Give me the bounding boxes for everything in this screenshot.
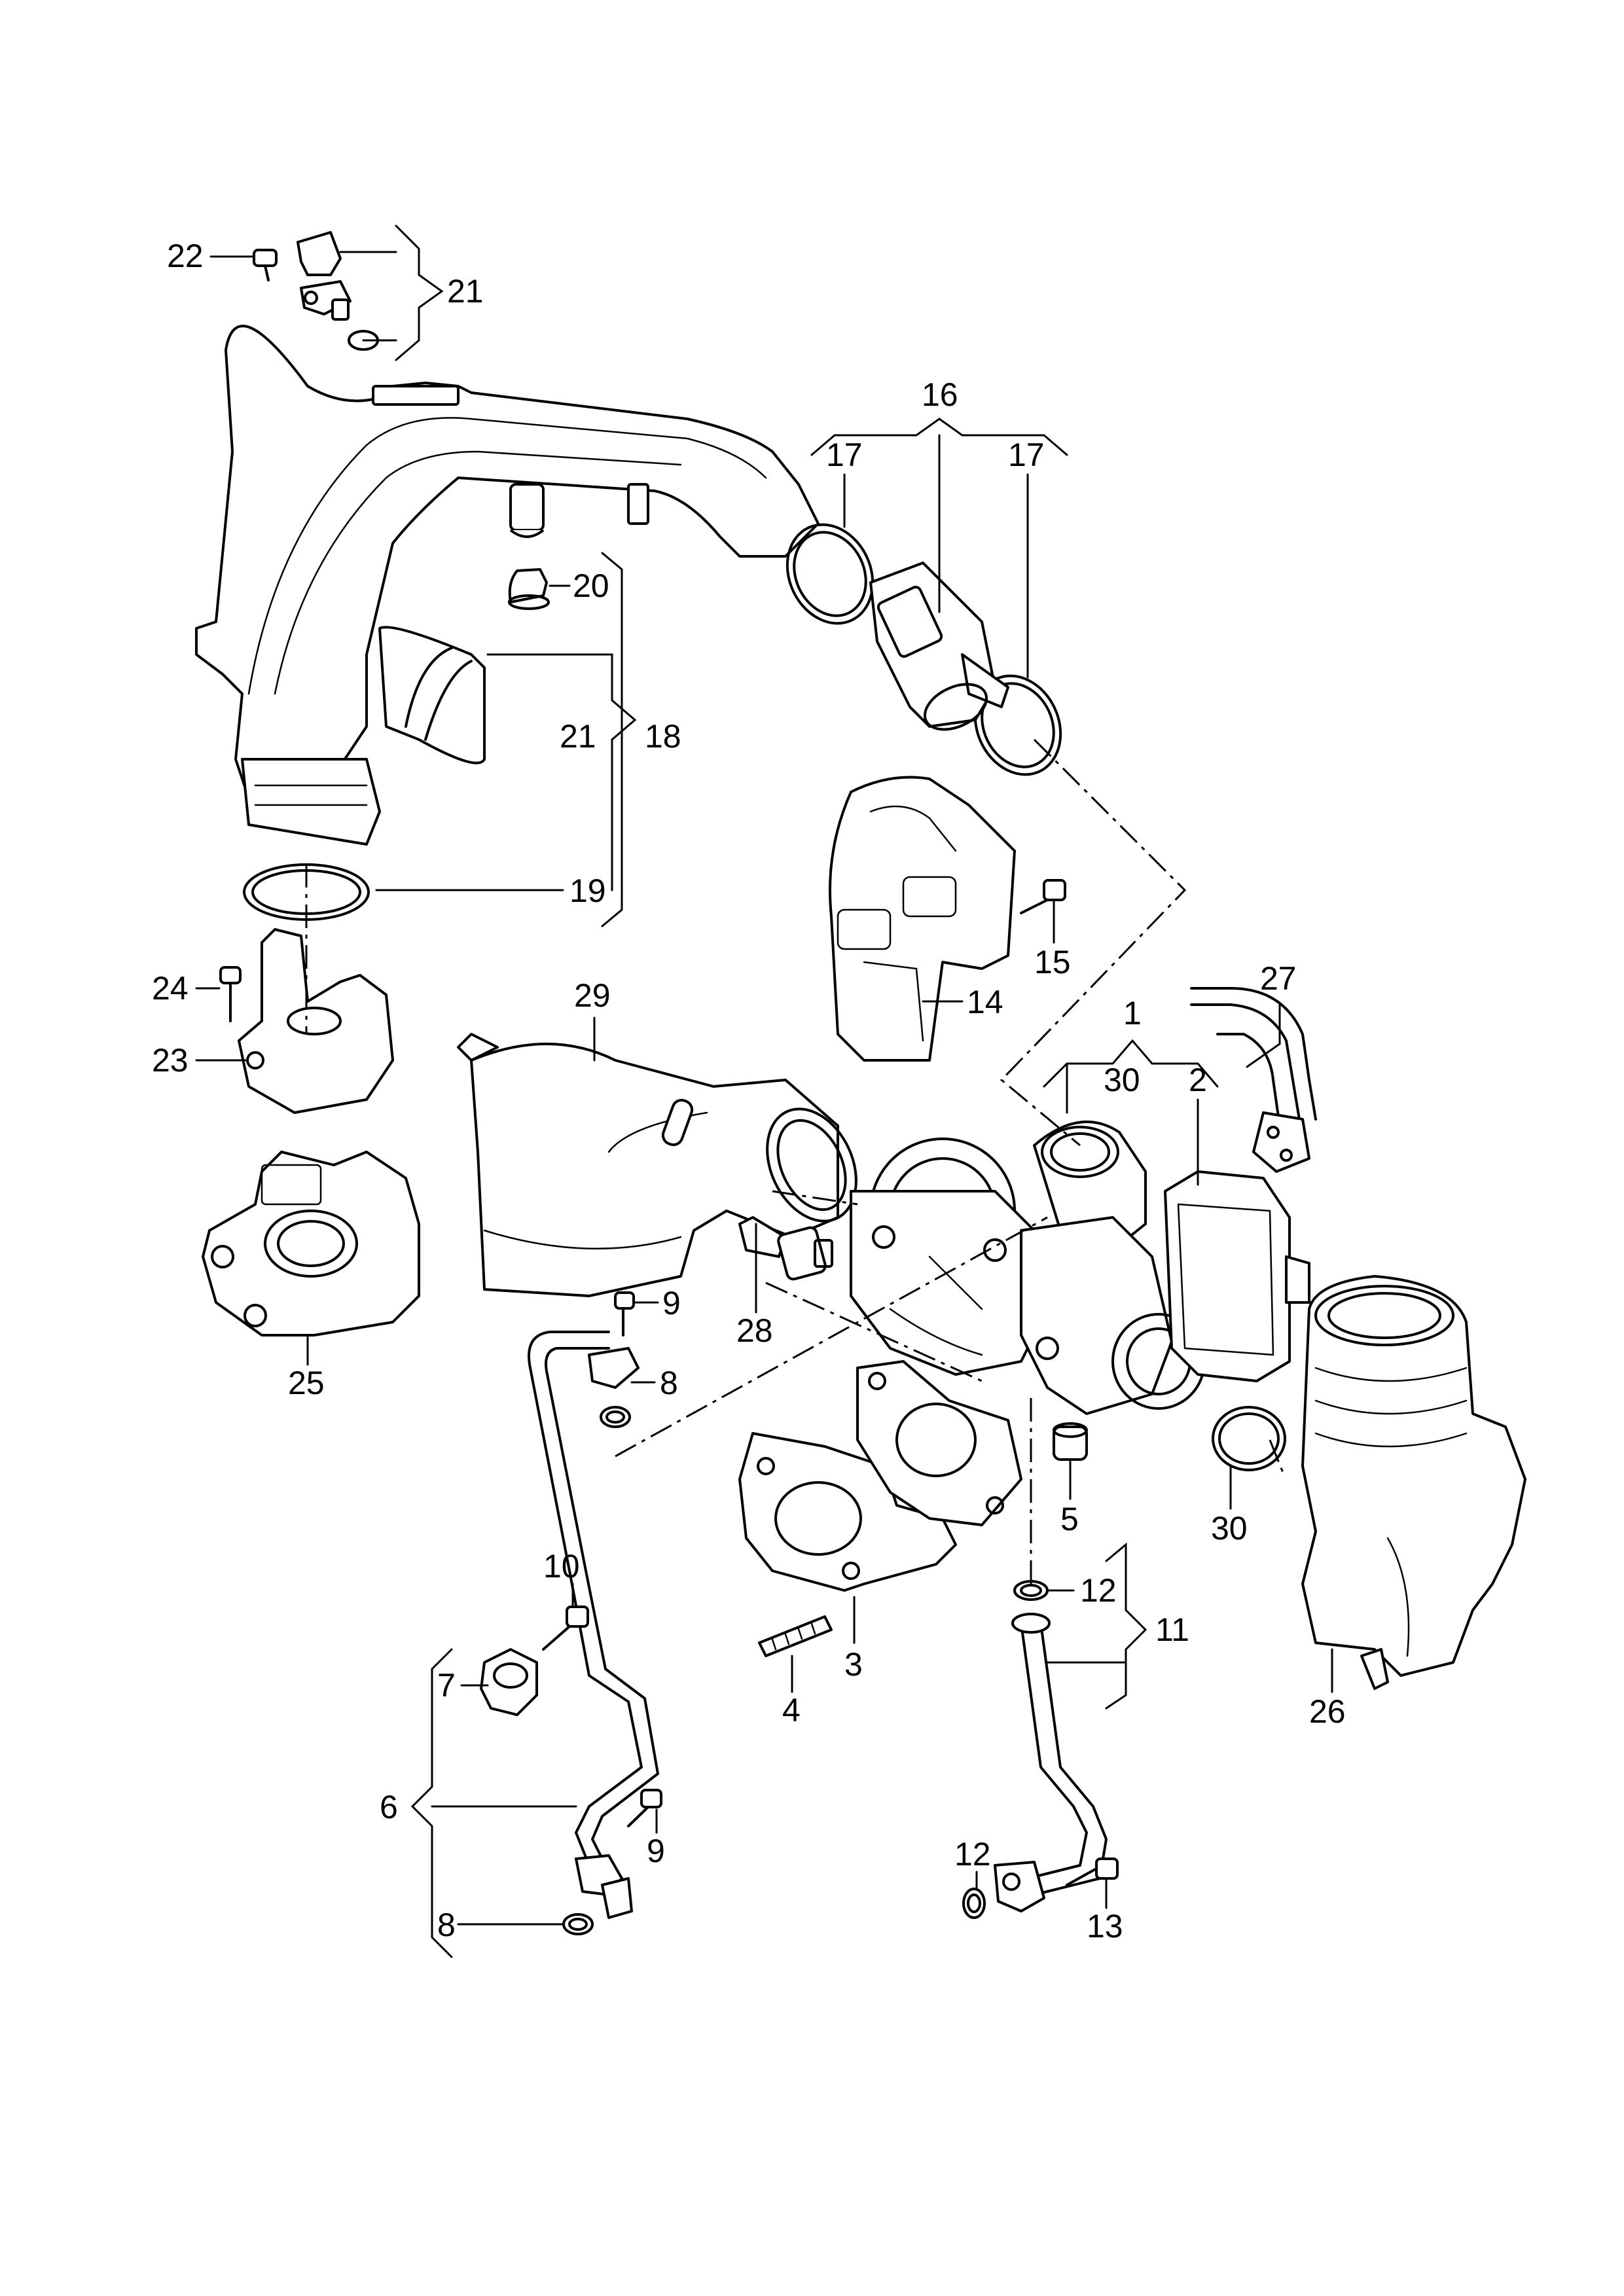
charge-air-pipe-part-18 [195,325,820,846]
callout-27: 27 [1260,960,1297,997]
callout-3: 3 [844,1646,863,1683]
seal-ring-part-12-upper [1013,1580,1049,1601]
callout-26: 26 [1309,1693,1346,1730]
callout-17-right: 17 [1008,437,1045,473]
callout-19: 19 [569,872,606,909]
callout-12-upper: 12 [1080,1572,1117,1609]
connector-part-16 [869,562,1009,731]
bolt-part-15 [1020,879,1066,914]
sensor-part-28 [738,1216,833,1281]
oil-pipe-part-6 [528,1331,659,1919]
callout-30-right: 30 [1211,1510,1248,1547]
callout-21-mid: 21 [560,718,596,755]
seal-ring-part-17-left [785,523,875,625]
turbo-flange [856,1360,1022,1526]
callout-15: 15 [1034,944,1071,980]
bolt-part-13 [1066,1857,1119,1886]
callout-7: 7 [437,1667,456,1704]
pressure-sensor-part-21 [297,231,379,351]
sleeve-part-5 [1053,1422,1088,1461]
callout-29: 29 [574,977,611,1014]
callout-9-upper: 9 [662,1285,681,1321]
leader-lines [195,224,1333,1958]
oil-pipe-part-27 [1190,987,1317,1173]
clip-part-7 [480,1648,538,1716]
callout-18: 18 [645,718,681,755]
callout-17-left: 17 [826,437,863,473]
bolt-part-22 [253,249,278,281]
oil-return-pipe-part-11 [994,1613,1108,1912]
actuator-part-2 [1164,1170,1310,1382]
callout-11: 11 [1155,1611,1189,1648]
callout-24: 24 [152,970,189,1007]
intake-hose-part-26 [1301,1275,1526,1690]
bolt-part-10 [542,1605,589,1651]
seal-ring-part-30-right [1212,1406,1286,1471]
callout-1: 1 [1123,995,1142,1031]
callout-12-lower: 12 [954,1836,991,1873]
bolt-part-9-lower [627,1789,662,1827]
throttle-body-part-25 [202,1151,420,1336]
callout-28: 28 [736,1312,773,1349]
callout-8-lower: 8 [437,1907,456,1943]
callout-21-top: 21 [447,273,484,310]
connection-lines [305,738,1284,1584]
callout-4: 4 [782,1692,801,1729]
callout-2: 2 [1189,1062,1207,1098]
callout-30-top: 30 [1104,1062,1140,1098]
callout-22: 22 [167,238,204,274]
callout-5: 5 [1060,1501,1079,1537]
callout-10: 10 [543,1548,580,1585]
stud-part-4 [758,1615,833,1657]
seal-ring-part-8-upper [600,1406,631,1428]
callout-20: 20 [573,567,609,604]
callout-9-lower: 9 [647,1833,665,1869]
callout-6: 6 [380,1789,398,1825]
callout-labels: 22 21 16 17 17 20 21 18 19 15 14 29 24 2… [152,238,1346,1945]
seal-ring-part-12-lower [962,1888,986,1919]
callout-13: 13 [1087,1908,1123,1945]
callout-25: 25 [288,1365,325,1401]
seal-ring-part-8-lower [562,1913,594,1935]
bolt-part-9-upper [614,1291,635,1336]
rubber-buffer-part-20 [508,568,550,610]
adapter-part-23 [238,928,394,1114]
callout-16: 16 [922,376,958,413]
callout-23: 23 [152,1042,189,1079]
heat-shield-part-14 [829,776,1016,1062]
intake-elbow-part-29 [457,1033,857,1297]
seal-ring-part-30-top [1033,1121,1147,1251]
bolt-part-24 [219,966,242,1022]
turbocharger-part-1 [850,1138,1206,1415]
callout-8-upper: 8 [660,1365,678,1401]
callout-14: 14 [967,984,1003,1020]
